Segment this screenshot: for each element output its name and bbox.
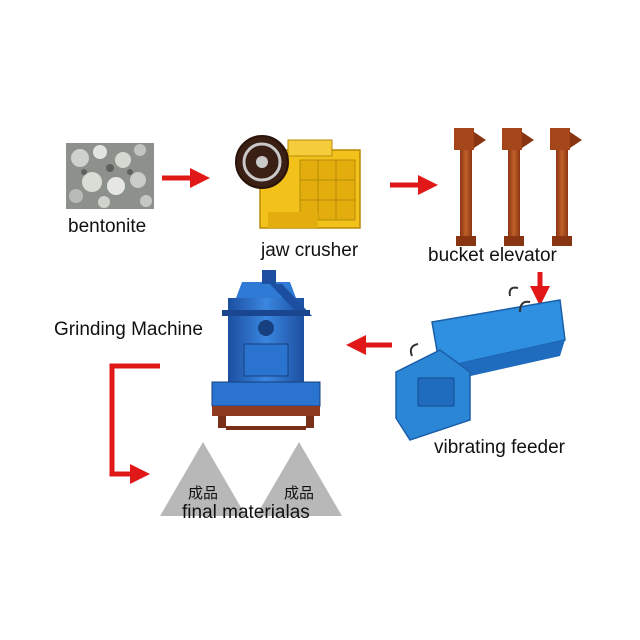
vibrating-feeder-label: vibrating feeder: [434, 437, 565, 458]
bucket-elevator-image: [454, 128, 582, 246]
bucket-elevator-label: bucket elevator: [428, 245, 557, 266]
pile-2-label: 成品: [284, 484, 315, 502]
material-pile-2: [256, 442, 342, 516]
material-pile-1: [160, 442, 246, 516]
bentonite-label: bentonite: [68, 216, 147, 237]
final-materials-label: final materialas: [182, 502, 310, 523]
grinding-machine-image: [211, 270, 321, 430]
jaw-crusher-label: jaw crusher: [261, 240, 359, 261]
grinding-machine-label: Grinding Machine: [54, 319, 203, 340]
vibrating-feeder-image: [395, 286, 566, 441]
arrow-grinding-to-output: [109, 363, 160, 484]
pile-1-label: 成品: [188, 484, 219, 502]
bentonite-image: [66, 143, 154, 209]
jaw-crusher-image: [235, 135, 361, 229]
